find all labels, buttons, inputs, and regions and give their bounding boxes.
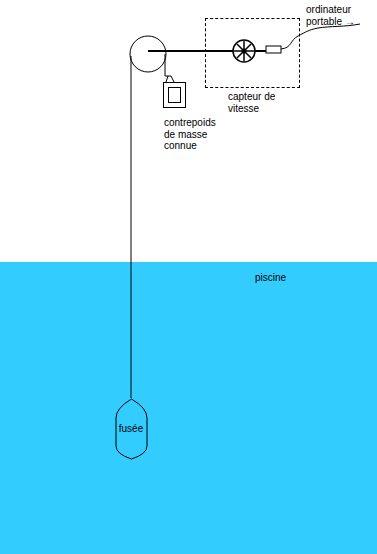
sensor-box: [266, 46, 281, 53]
rocket: fusée: [115, 398, 148, 460]
counterweight-label: contrepoids de masse connue: [164, 117, 228, 152]
counterweight-inner: [168, 87, 181, 103]
counterweight: contrepoids de masse connue: [163, 82, 186, 108]
axle: [148, 50, 266, 52]
pulley: [130, 36, 166, 72]
sensor-label: capteur de vitesse: [228, 91, 284, 114]
rope: [131, 56, 132, 262]
pool-label: piscine: [255, 272, 286, 284]
sensor-housing: capteur de vitesse: [205, 18, 300, 88]
rocket-label: fusée: [119, 423, 143, 435]
fan-wheel: [233, 40, 255, 62]
pool: piscine fusée: [0, 262, 377, 554]
cable: [281, 24, 360, 49]
rope-underwater: [0, 262, 377, 554]
computer-label: ordinateur portable →: [306, 4, 372, 27]
hanger-line: [165, 54, 166, 76]
